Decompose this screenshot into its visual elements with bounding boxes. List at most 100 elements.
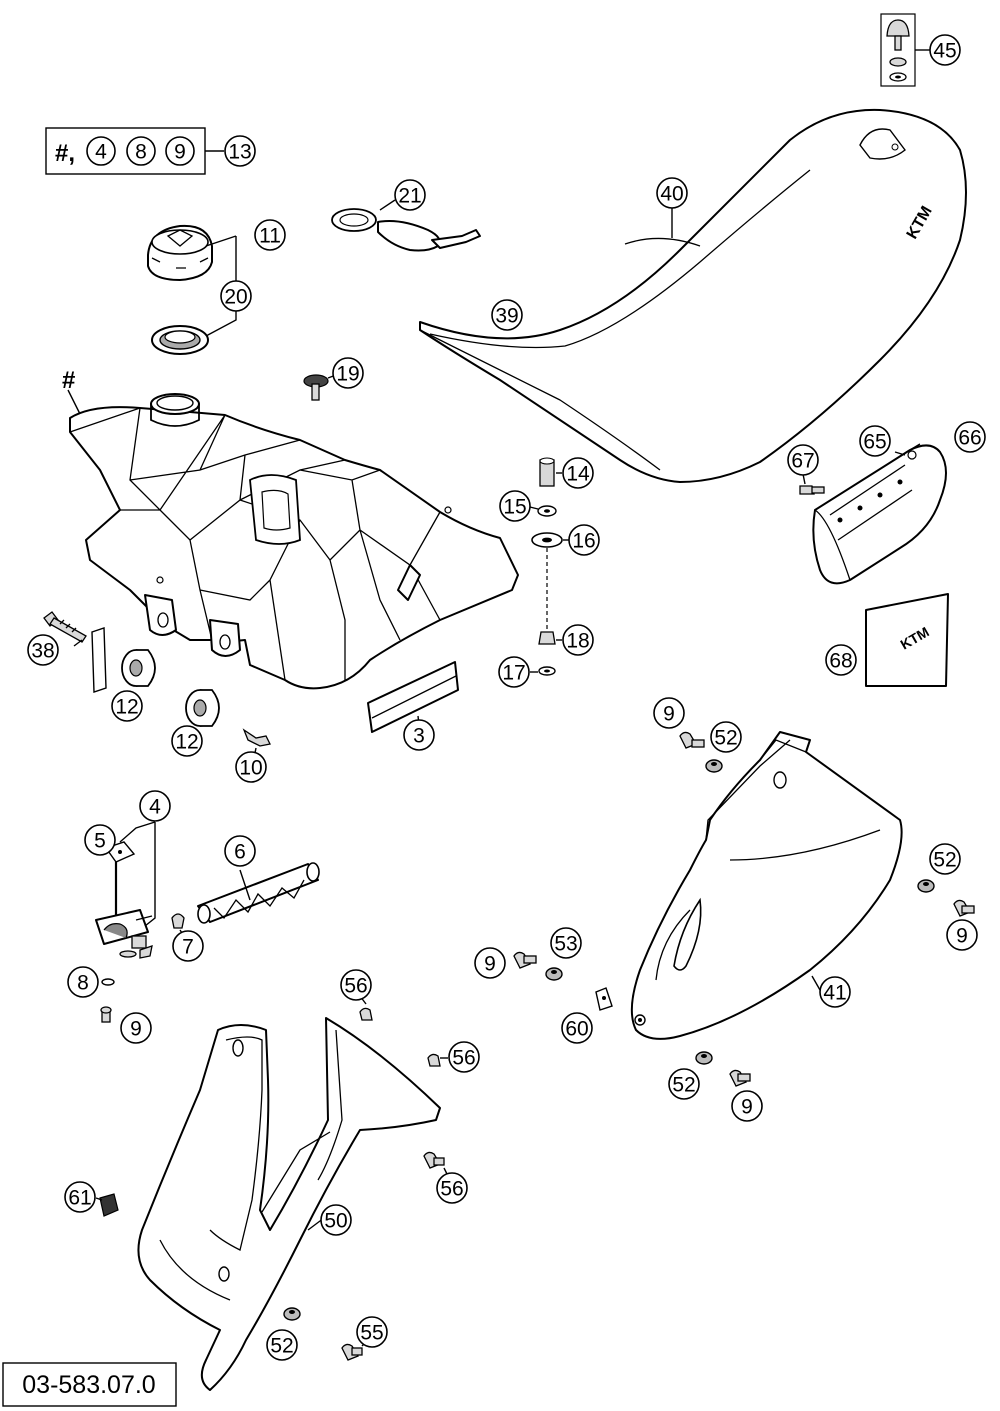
part-9-screw-panel-left (513, 951, 537, 969)
part-38-bolt (43, 611, 107, 693)
part-53-grommet (545, 967, 563, 981)
part-52-grommet-top (705, 759, 723, 773)
part-50-side-panel (137, 1017, 441, 1391)
fuel-tank: # (62, 367, 519, 690)
svg-text:61: 61 (68, 1187, 91, 1210)
callout-10: 10 (235, 751, 267, 783)
svg-text:52: 52 (672, 1074, 695, 1097)
svg-text:12: 12 (115, 696, 138, 719)
legend-box: #, 4 8 9 (45, 127, 224, 175)
callout-9-d: 9 (120, 1012, 152, 1044)
part-61-clip (95, 1193, 119, 1217)
callout-56-a: 56 (340, 969, 372, 1001)
svg-text:60: 60 (565, 1018, 588, 1041)
part-9-screw-panel-bottom (729, 1069, 751, 1087)
svg-text:9: 9 (663, 703, 675, 726)
svg-text:9: 9 (741, 1096, 753, 1119)
svg-text:13: 13 (228, 141, 251, 164)
callout-21: 21 (394, 179, 426, 211)
svg-text:40: 40 (660, 183, 683, 206)
callout-8: 8 (67, 966, 99, 998)
callout-53: 53 (550, 927, 582, 959)
svg-text:8: 8 (77, 972, 89, 995)
part-56-screw-b (427, 1053, 448, 1067)
svg-text:55: 55 (360, 1322, 383, 1345)
svg-text:53: 53 (554, 933, 577, 956)
part-3-foam-strip (367, 661, 459, 735)
part-9-screw-panel-top (679, 731, 705, 749)
callout-5: 5 (84, 824, 116, 856)
svg-text:50: 50 (324, 1210, 347, 1233)
part-52-grommet-right (917, 879, 935, 893)
callout-6: 6 (224, 835, 256, 867)
tank-marker: # (62, 367, 75, 394)
callout-18: 18 (562, 624, 594, 656)
callout-39: 39 (491, 299, 523, 331)
svg-text:45: 45 (933, 40, 956, 63)
part-21-breather (331, 199, 481, 252)
callout-14: 14 (562, 457, 594, 489)
svg-text:9: 9 (956, 925, 968, 948)
svg-text:12: 12 (175, 731, 198, 754)
part-56-screw-c (423, 1151, 449, 1177)
callout-66: 66 (954, 421, 986, 453)
callout-52-c: 52 (668, 1068, 700, 1100)
svg-text:65: 65 (863, 431, 886, 454)
svg-text:16: 16 (572, 530, 595, 553)
part-52-grommet-bottom (695, 1051, 713, 1065)
callout-15: 15 (499, 490, 531, 522)
part-6-fuel-hose (197, 862, 320, 924)
callout-9-a: 9 (653, 697, 685, 729)
callout-7: 7 (172, 930, 204, 962)
svg-text:66: 66 (958, 427, 981, 450)
drawing-code: 03-583.07.0 (22, 1371, 155, 1399)
callout-13: 13 (224, 135, 256, 167)
part-19-knob (303, 374, 337, 401)
svg-text:10: 10 (239, 757, 262, 780)
part-11-fuel-cap (147, 224, 237, 281)
part-41-side-panel (630, 731, 903, 1040)
callout-50: 50 (320, 1204, 352, 1236)
callout-12-a: 12 (111, 690, 143, 722)
svg-text:52: 52 (270, 1335, 293, 1358)
svg-text:7: 7 (182, 936, 194, 959)
part-12-bushing-b (185, 689, 220, 727)
callout-60: 60 (561, 1012, 593, 1044)
callout-40: 40 (656, 177, 688, 209)
callout-65: 65 (859, 425, 891, 457)
callout-16: 16 (568, 524, 600, 556)
legend-item-4: 4 (86, 136, 116, 166)
svg-text:19: 19 (336, 363, 359, 386)
svg-text:56: 56 (440, 1178, 463, 1201)
svg-text:38: 38 (31, 640, 54, 663)
callout-56-b: 56 (448, 1041, 480, 1073)
callout-9-c: 9 (946, 919, 978, 951)
callout-52-a: 52 (710, 721, 742, 753)
part-45-screw-kit (880, 13, 930, 87)
svg-text:39: 39 (495, 305, 518, 328)
part-60-clip (595, 987, 613, 1011)
callout-19: 19 (332, 357, 364, 389)
svg-text:8: 8 (135, 141, 147, 164)
svg-text:4: 4 (95, 141, 107, 164)
svg-text:17: 17 (502, 662, 525, 685)
callout-52-d: 52 (266, 1329, 298, 1361)
svg-text:52: 52 (714, 727, 737, 750)
callout-67: 67 (787, 444, 819, 476)
callout-61: 61 (64, 1181, 96, 1213)
callout-38: 38 (27, 634, 59, 666)
decal-68: KTM (865, 593, 949, 687)
svg-text:52: 52 (933, 849, 956, 872)
callout-41: 41 (819, 976, 851, 1008)
part-52-grommet-lower (283, 1307, 301, 1321)
svg-text:6: 6 (234, 841, 246, 864)
svg-text:56: 56 (452, 1047, 475, 1070)
svg-text:41: 41 (823, 982, 846, 1005)
part-4-fuel-tap (95, 821, 156, 959)
tool-bag (799, 443, 947, 585)
callout-group: 45 13 21 40 11 20 39 19 14 15 16 67 65 6… (27, 34, 986, 1361)
callout-4: 4 (139, 790, 171, 822)
callout-55: 55 (356, 1316, 388, 1348)
part-20-filler-gasket (151, 236, 237, 355)
